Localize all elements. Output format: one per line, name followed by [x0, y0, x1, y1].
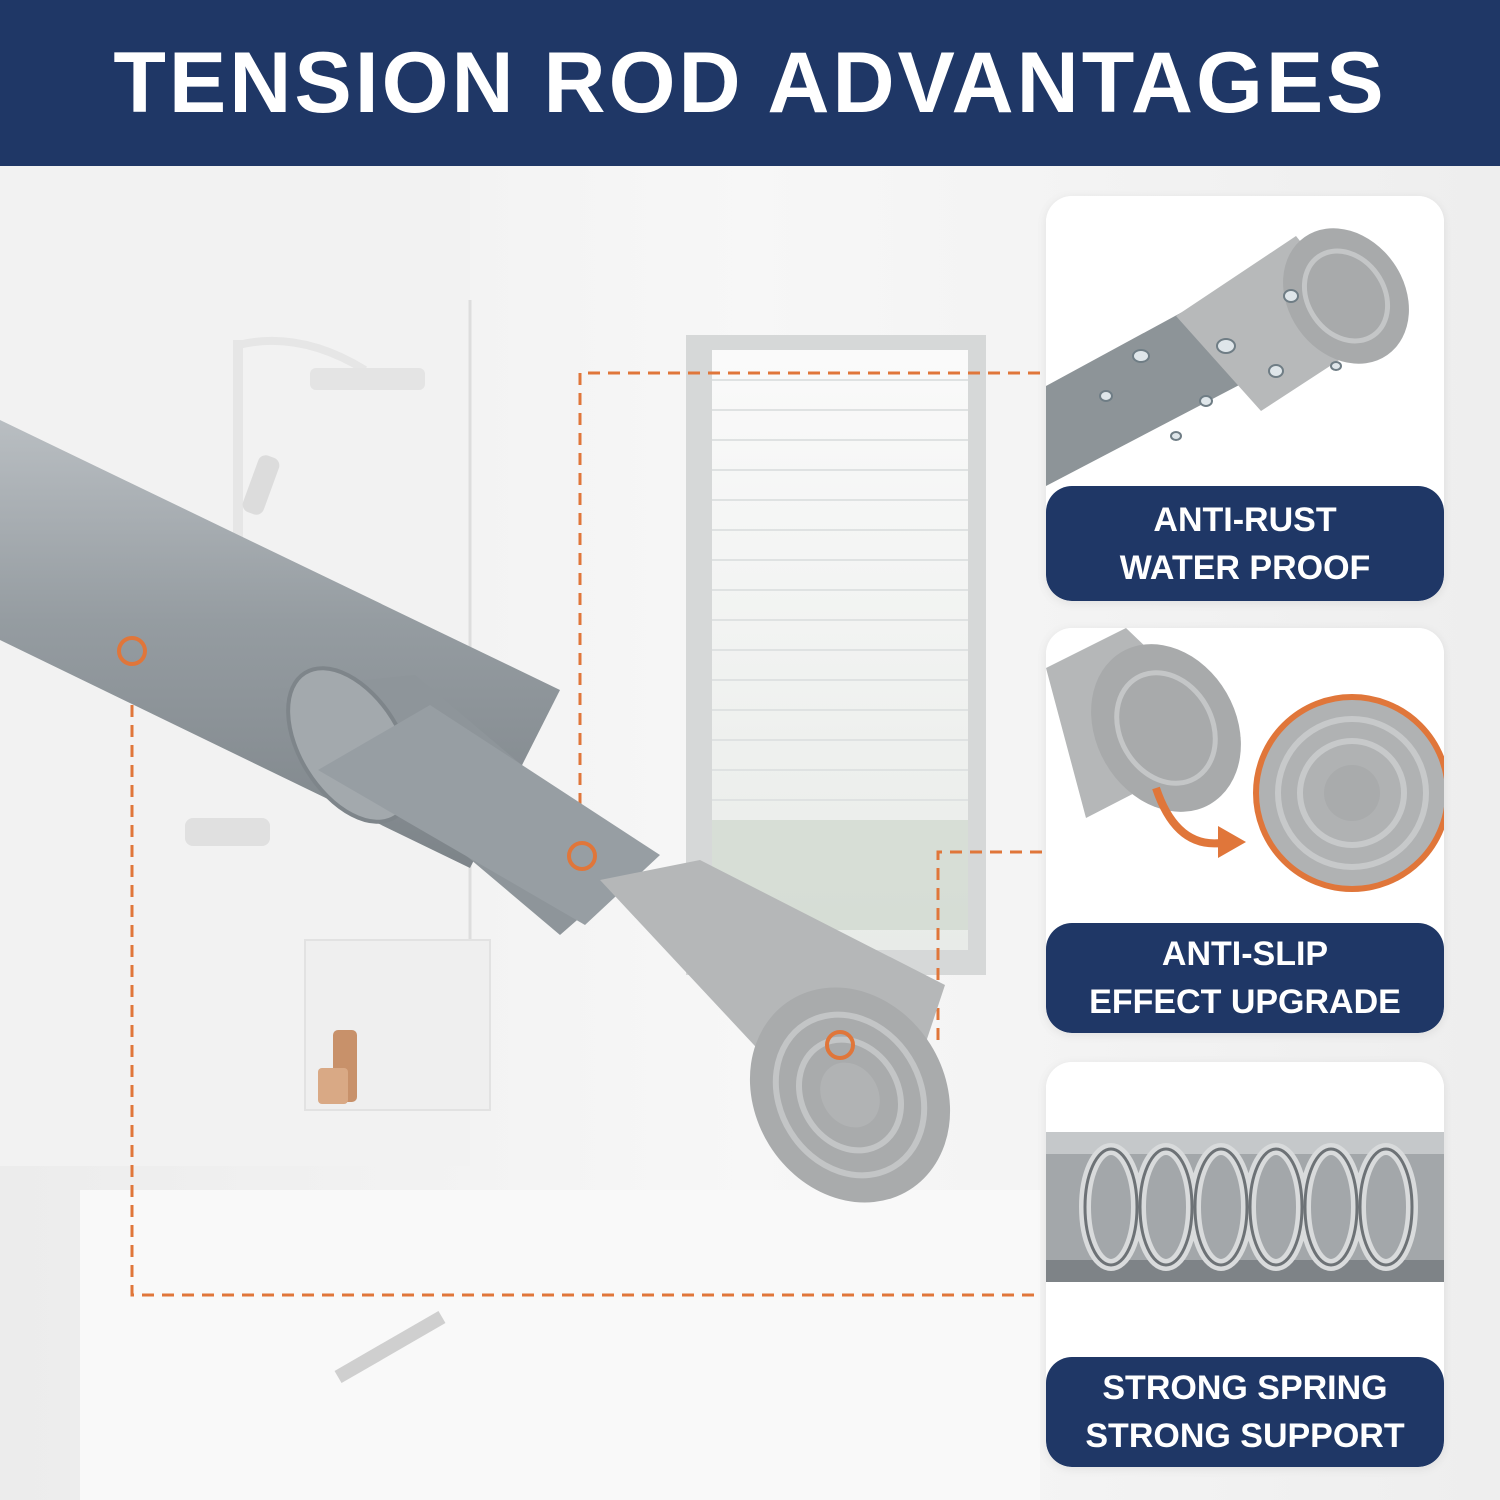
- callout-dot-cap: [825, 1030, 855, 1060]
- feature-line-2: STRONG SUPPORT: [1085, 1417, 1405, 1455]
- feature-line-2: WATER PROOF: [1119, 548, 1371, 587]
- feature-label: ANTI-RUST WATER PROOF: [1046, 486, 1444, 601]
- shower-valve: [185, 818, 270, 846]
- feature-line-1: ANTI-SLIP: [1161, 935, 1329, 973]
- shower-head: [233, 336, 425, 560]
- callout-dot-spring: [117, 636, 147, 666]
- feature-line-2: EFFECT UPGRADE: [1089, 983, 1401, 1021]
- jar: [318, 1068, 348, 1104]
- callout-lines: [130, 371, 1042, 1297]
- feature-label: STRONG SPRING STRONG SUPPORT: [1046, 1357, 1444, 1467]
- feature-card-anti-slip: ANTI-SLIP EFFECT UPGRADE: [1046, 628, 1444, 1033]
- feature-line-1: ANTI-RUST: [1153, 500, 1337, 539]
- water-droplets-icon: [1046, 196, 1444, 496]
- title-banner: TENSION ROD ADVANTAGES: [0, 0, 1500, 166]
- feature-card-spring: STRONG SPRING STRONG SUPPORT: [1046, 1062, 1444, 1467]
- spring-icon: [1046, 1062, 1444, 1362]
- page-title: TENSION ROD ADVANTAGES: [113, 34, 1387, 131]
- feature-card-anti-rust: ANTI-RUST WATER PROOF: [1046, 196, 1444, 601]
- feature-line-1: STRONG SPRING: [1102, 1369, 1388, 1407]
- tension-rod: [0, 420, 951, 1203]
- bathtub: [80, 1190, 1040, 1500]
- rubber-cap-icon: [1046, 628, 1444, 928]
- drain: [334, 1310, 446, 1384]
- callout-dot-rust: [567, 841, 597, 871]
- feature-label: ANTI-SLIP EFFECT UPGRADE: [1046, 923, 1444, 1033]
